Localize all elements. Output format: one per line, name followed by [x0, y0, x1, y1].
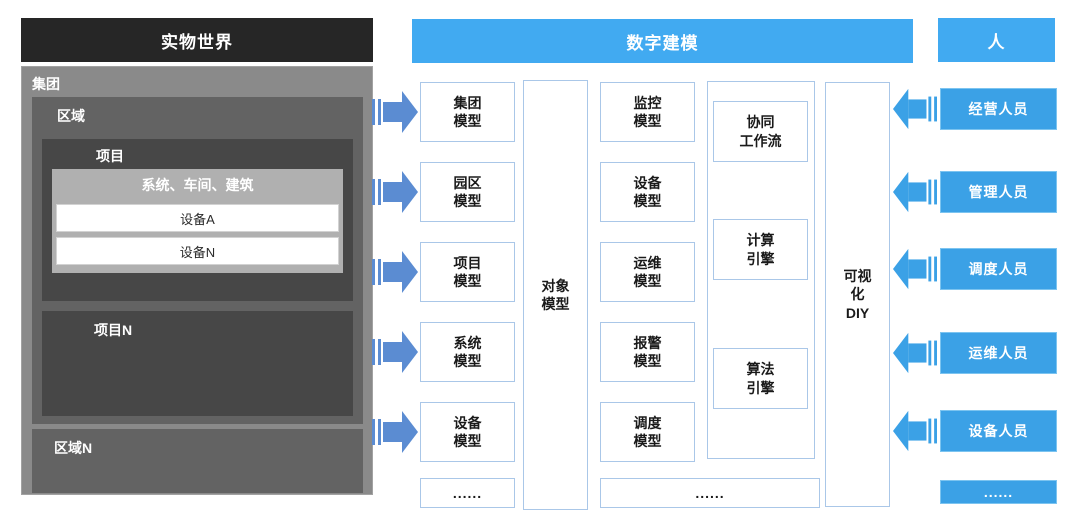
device-a-label: 设备A [180, 211, 215, 227]
device-a-node: 设备A [56, 204, 339, 232]
compute-engine-node: 计算 引擎 [713, 219, 808, 280]
digital-modeling-header: 数字建模 [412, 19, 913, 63]
flow-arrow-left-icon [893, 171, 937, 213]
system-label: 系统、车间、建筑 [141, 177, 254, 193]
region-box: 区域 项目 系统、车间、建筑 设备A 设备N 项目N [32, 97, 363, 424]
role-more-node: ...... [940, 480, 1057, 504]
people-title: 人 [987, 32, 1006, 52]
role-dispatch-node: 调度人员 [940, 248, 1057, 290]
operation-model-label: 运维 模型 [633, 254, 662, 289]
flow-arrow-left-icon [893, 248, 937, 290]
workflow-node: 协同 工作流 [713, 101, 808, 162]
role-operation-node: 运维人员 [940, 332, 1057, 374]
flow-arrow-left-icon [893, 410, 937, 452]
alarm-model-label: 报警 模型 [633, 334, 662, 369]
role-operation-label: 运维人员 [968, 345, 1029, 361]
group-label: 集团 [32, 76, 60, 92]
visual-diy-node: 可视 化 DIY [825, 82, 890, 507]
flow-arrow-right-icon [372, 251, 418, 293]
device-n-node: 设备N [56, 237, 339, 265]
system-box: 系统、车间、建筑 设备A 设备N [52, 169, 343, 273]
physical-world-title: 实物世界 [161, 32, 233, 52]
object-model-node: 对象 模型 [523, 80, 588, 510]
visual-diy-label: 可视 化 DIY [843, 268, 872, 321]
object-column-more-label: ...... [452, 484, 483, 501]
group-model-label: 集团 模型 [453, 94, 482, 129]
project-n-box: 项目N [42, 311, 353, 416]
algorithm-engine-label: 算法 引擎 [746, 361, 775, 396]
role-management-label: 管理人员 [968, 184, 1029, 200]
region-label: 区域 [57, 108, 85, 124]
group-box: 集团 区域 项目 系统、车间、建筑 设备A 设备N 项目N [21, 66, 373, 495]
algorithm-engine-node: 算法 引擎 [713, 348, 808, 409]
project-model-node: 项目 模型 [420, 242, 515, 302]
park-model-label: 园区 模型 [453, 174, 482, 209]
park-model-node: 园区 模型 [420, 162, 515, 222]
alarm-model-node: 报警 模型 [600, 322, 695, 382]
business-more-node: ...... [600, 478, 820, 508]
workflow-label: 协同 工作流 [739, 114, 782, 149]
role-business-label: 经营人员 [968, 101, 1029, 117]
object-column-more-node: ...... [420, 478, 515, 508]
digital-modeling-title: 数字建模 [626, 33, 699, 53]
region-n-label: 区域N [54, 440, 93, 456]
operation-model-node: 运维 模型 [600, 242, 695, 302]
flow-arrow-right-icon [372, 411, 418, 453]
region-n-box: 区域N [32, 429, 363, 493]
flow-arrow-left-icon [893, 332, 937, 374]
role-more-label: ...... [983, 484, 1014, 500]
compute-engine-label: 计算 引擎 [746, 232, 775, 267]
project-model-label: 项目 模型 [453, 254, 482, 289]
device-n-label: 设备N [179, 244, 216, 260]
monitor-model-label: 监控 模型 [633, 94, 662, 129]
flow-arrow-right-icon [372, 91, 418, 133]
role-business-node: 经营人员 [940, 88, 1057, 130]
role-management-node: 管理人员 [940, 171, 1057, 213]
role-device-node: 设备人员 [940, 410, 1057, 452]
role-dispatch-label: 调度人员 [968, 261, 1029, 277]
people-header: 人 [938, 18, 1055, 62]
physical-world-header: 实物世界 [21, 18, 373, 62]
project-box: 项目 系统、车间、建筑 设备A 设备N [42, 139, 353, 301]
system-model-node: 系统 模型 [420, 322, 515, 382]
business-more-label: ...... [695, 484, 725, 501]
object-model-label: 对象 模型 [541, 277, 570, 312]
role-device-label: 设备人员 [968, 423, 1029, 439]
device-model-label: 设备 模型 [453, 414, 482, 449]
flow-arrow-right-icon [372, 171, 418, 213]
dispatch-model-node: 调度 模型 [600, 402, 695, 462]
monitor-model-node: 监控 模型 [600, 82, 695, 142]
project-n-label: 项目N [94, 322, 133, 338]
dispatch-model-label: 调度 模型 [633, 414, 662, 449]
flow-arrow-right-icon [372, 331, 418, 373]
group-model-node: 集团 模型 [420, 82, 515, 142]
project-label: 项目 [96, 148, 124, 164]
device-model-node: 设备 模型 [420, 402, 515, 462]
system-model-label: 系统 模型 [453, 334, 482, 369]
flow-arrow-left-icon [893, 88, 937, 130]
equipment-model-node: 设备 模型 [600, 162, 695, 222]
equipment-model-label: 设备 模型 [633, 174, 662, 209]
